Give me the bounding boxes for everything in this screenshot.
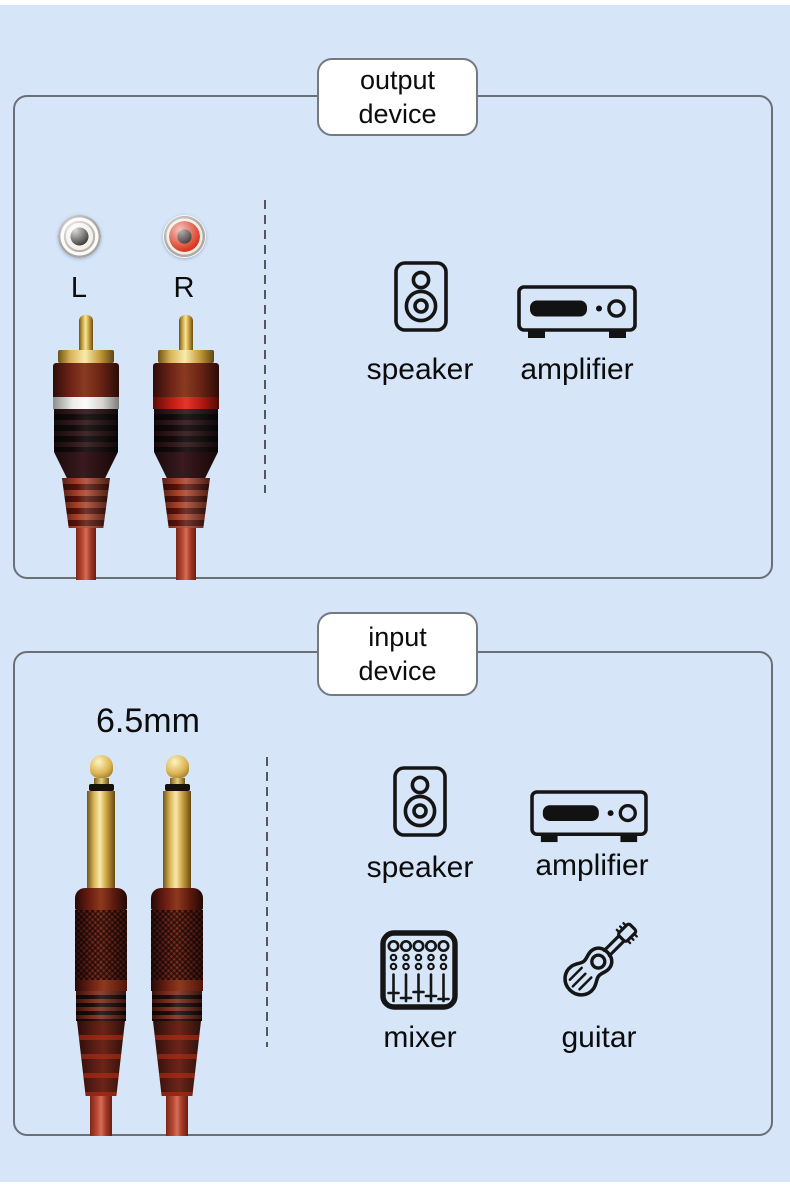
rca-plug-left (41, 315, 131, 580)
ts-strain-relief (153, 1021, 201, 1096)
ts-strain-relief (77, 1021, 125, 1096)
ts-tip-groove (169, 778, 185, 784)
ts-tip (165, 755, 189, 778)
rca-red-band (153, 397, 219, 409)
ts-barrel (75, 980, 127, 991)
ts-plug-left (71, 755, 131, 1136)
cable (166, 1096, 188, 1136)
ts-insulator-ring (164, 784, 190, 791)
dashed-divider (264, 200, 266, 493)
cable (176, 528, 196, 580)
rca-port-left-white (58, 215, 101, 258)
rca-grip (54, 409, 118, 452)
cable (76, 528, 96, 580)
rca-taper (54, 452, 118, 478)
output-title-line2: device (358, 99, 437, 129)
ts-gold-shaft (163, 791, 191, 888)
ts-barrel (151, 980, 203, 991)
rca-pin (179, 315, 193, 350)
rca-port-right-red (163, 215, 206, 258)
mixer-label: mixer (383, 1021, 457, 1054)
ts-knurled-grip (75, 910, 127, 980)
rca-strain-relief (62, 478, 110, 528)
speaker-label: speaker (366, 353, 474, 386)
amplifier-label: amplifier (535, 849, 649, 882)
speaker-label: speaker (366, 851, 474, 884)
input-title-line1: input (368, 622, 427, 652)
plug-size-label: 6.5mm (96, 702, 200, 740)
speaker-icon (393, 766, 447, 842)
rca-grip (154, 409, 218, 452)
ts-plug-right (147, 755, 207, 1136)
rca-white-band (53, 397, 119, 409)
guitar-icon (556, 914, 648, 1011)
rca-body (153, 363, 219, 397)
top-white-strip (0, 0, 790, 5)
output-device-badge: output device (317, 58, 478, 136)
rca-pin (79, 315, 93, 350)
input-title-line2: device (358, 656, 437, 686)
bottom-white-strip (0, 1182, 790, 1188)
right-channel-label: R (173, 272, 195, 304)
ts-ribbed-ring (76, 991, 126, 1021)
speaker-icon (394, 261, 448, 337)
guitar-label: guitar (561, 1021, 637, 1054)
ts-insulator-ring (88, 784, 114, 791)
output-title-line1: output (359, 65, 436, 95)
ts-knurled-grip (151, 910, 203, 980)
amplifier-icon (517, 285, 637, 347)
cable (90, 1096, 112, 1136)
rca-taper (154, 452, 218, 478)
amplifier-label: amplifier (520, 353, 634, 386)
mixer-icon (380, 930, 458, 1015)
dashed-divider (266, 757, 268, 1047)
ts-barrel-shoulder (151, 888, 203, 910)
ts-ribbed-ring (152, 991, 202, 1021)
ts-tip-groove (93, 778, 109, 784)
rca-body (53, 363, 119, 397)
ts-barrel-shoulder (75, 888, 127, 910)
ts-gold-shaft (87, 791, 115, 888)
rca-collar (158, 350, 214, 363)
left-channel-label: L (70, 272, 88, 304)
ts-tip (89, 755, 113, 778)
rca-collar (58, 350, 114, 363)
input-device-badge: input device (317, 612, 478, 696)
rca-plug-right (141, 315, 231, 580)
amplifier-icon (530, 790, 648, 851)
rca-strain-relief (162, 478, 210, 528)
